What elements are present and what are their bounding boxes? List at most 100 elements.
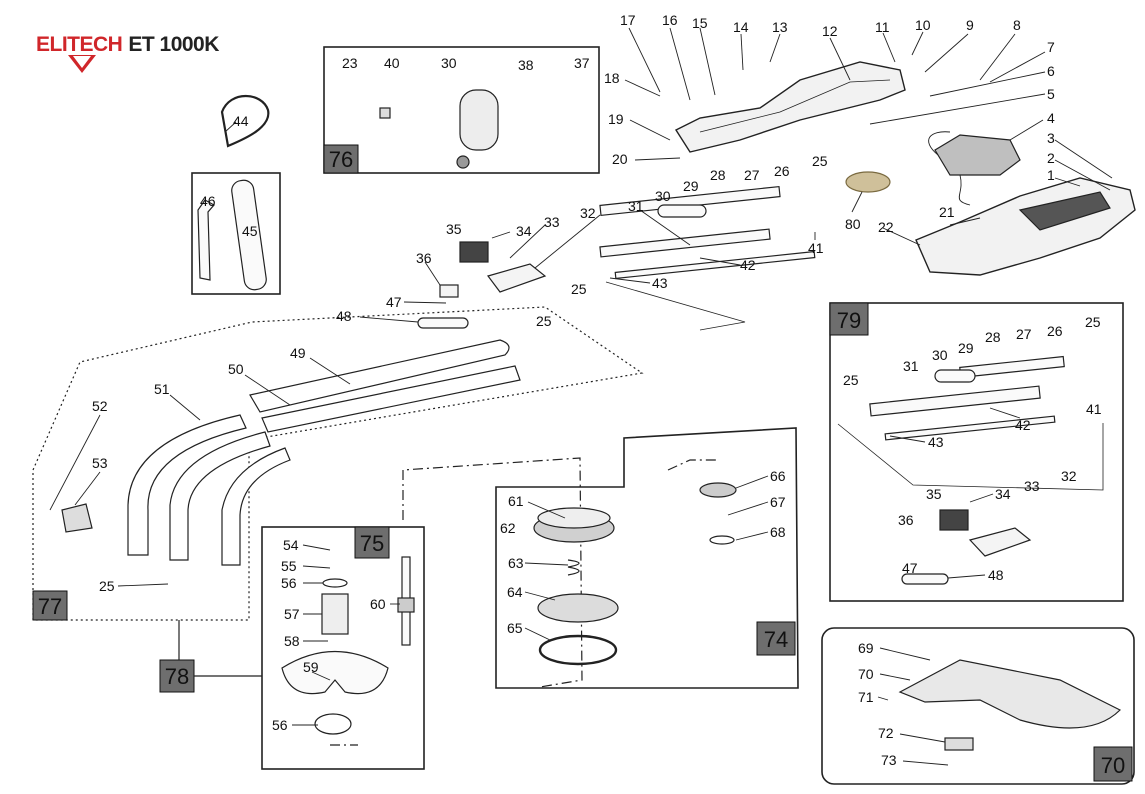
group-tag-76-bg [323,144,359,174]
connector-78 [178,620,262,677]
callout-14: 14 [733,19,749,35]
callout-18: 18 [604,70,620,86]
callout-35: 35 [446,221,462,237]
callout-59: 59 [303,659,319,675]
callout-63: 63 [508,555,524,571]
leader-6 [929,71,1046,97]
callout-45: 45 [242,223,258,239]
callout-56a: 56 [281,575,297,591]
leader-17 [628,27,661,93]
brand-header: ELITECH ET 1000K [36,33,219,73]
leader-3 [1054,139,1113,179]
callout-33: 33 [544,214,560,230]
bent-shaft-51c [221,447,291,566]
group-label-77: 77 [38,594,62,619]
knob-35 [459,241,489,263]
leader-9 [924,33,969,73]
leader-42 [699,257,741,266]
block-23 [379,107,391,119]
callout-60: 60 [370,596,386,612]
callout-79-41: 41 [1086,401,1102,417]
group-box-tools [191,172,281,295]
guard-59 [281,651,389,695]
leader-44 [224,121,237,133]
leader-31 [639,209,691,246]
callout-9: 9 [966,17,974,33]
tube-79-31 [869,385,1041,417]
callout-79-25a: 25 [1085,314,1101,330]
callout-79-28: 28 [985,329,1001,345]
callout-70: 70 [858,666,874,682]
callout-61: 61 [508,493,524,509]
group-tag-77-bg [32,590,68,621]
leader-5 [869,93,1046,125]
callout-47: 47 [386,294,402,310]
leader-65 [524,627,551,641]
leader-75 [330,457,583,746]
callout-26: 26 [774,163,790,179]
callout-79-35: 35 [926,486,942,502]
callout-10: 10 [915,17,931,33]
callout-44: 44 [233,113,249,129]
washer-56a [322,578,348,588]
leader-79-48 [947,574,986,579]
leader-71 [877,696,889,701]
clamp-38 [459,89,499,151]
wrench-45 [231,179,267,291]
washer-68 [709,535,735,545]
strap-79-48 [901,573,949,585]
callout-52: 52 [92,398,108,414]
leader-72 [899,733,946,743]
motor [934,134,1021,176]
callout-6: 6 [1047,63,1055,79]
leader-32 [534,214,601,269]
leader-21 [949,217,981,226]
leader-51 [169,394,201,421]
callout-79-30: 30 [932,347,948,363]
callout-13: 13 [772,19,788,35]
group-tag-75-bg [354,526,390,559]
leader-14 [740,33,744,71]
callout-19: 19 [608,111,624,127]
callout-1: 1 [1047,167,1055,183]
callout-62: 62 [500,520,516,536]
callout-79-27: 27 [1016,326,1032,342]
callout-8: 8 [1013,17,1021,33]
coupling-80 [845,171,891,193]
model-name: ET 1000K [128,33,219,56]
leader-7 [989,51,1046,83]
leader-22 [882,227,921,246]
housing-half-left [674,61,906,153]
leader-52 [49,414,101,511]
group-label-70: 70 [1101,753,1125,778]
callout-42: 42 [740,257,756,273]
callout-79-34: 34 [995,486,1011,502]
callout-7: 7 [1047,39,1055,55]
group-label-78: 78 [165,664,189,689]
spindle-57 [321,593,349,635]
group-label-75: 75 [360,531,384,556]
leader-4 [1009,119,1044,141]
callout-54: 54 [283,537,299,553]
leader-74 [667,459,718,471]
callout-25-shaft: 25 [536,313,552,329]
group-label-74: 74 [764,627,788,652]
motor-wires [928,131,971,206]
callout-23: 23 [342,55,358,71]
callout-15: 15 [692,15,708,31]
callout-27: 27 [744,167,760,183]
leader-2 [1054,159,1111,191]
callout-34: 34 [516,223,532,239]
spool-64 [537,593,619,623]
brand-chevron-icon [68,55,96,73]
callout-20: 20 [612,151,628,167]
leader-47 [403,301,447,304]
callout-29: 29 [683,178,699,194]
callout-71: 71 [858,689,874,705]
bent-shaft-51b [169,431,271,561]
callout-41: 41 [808,240,824,256]
sleeve-79-30 [934,369,976,383]
leader-80 [851,191,863,213]
callout-80: 80 [845,216,861,232]
tube-79-26 [959,355,1065,379]
